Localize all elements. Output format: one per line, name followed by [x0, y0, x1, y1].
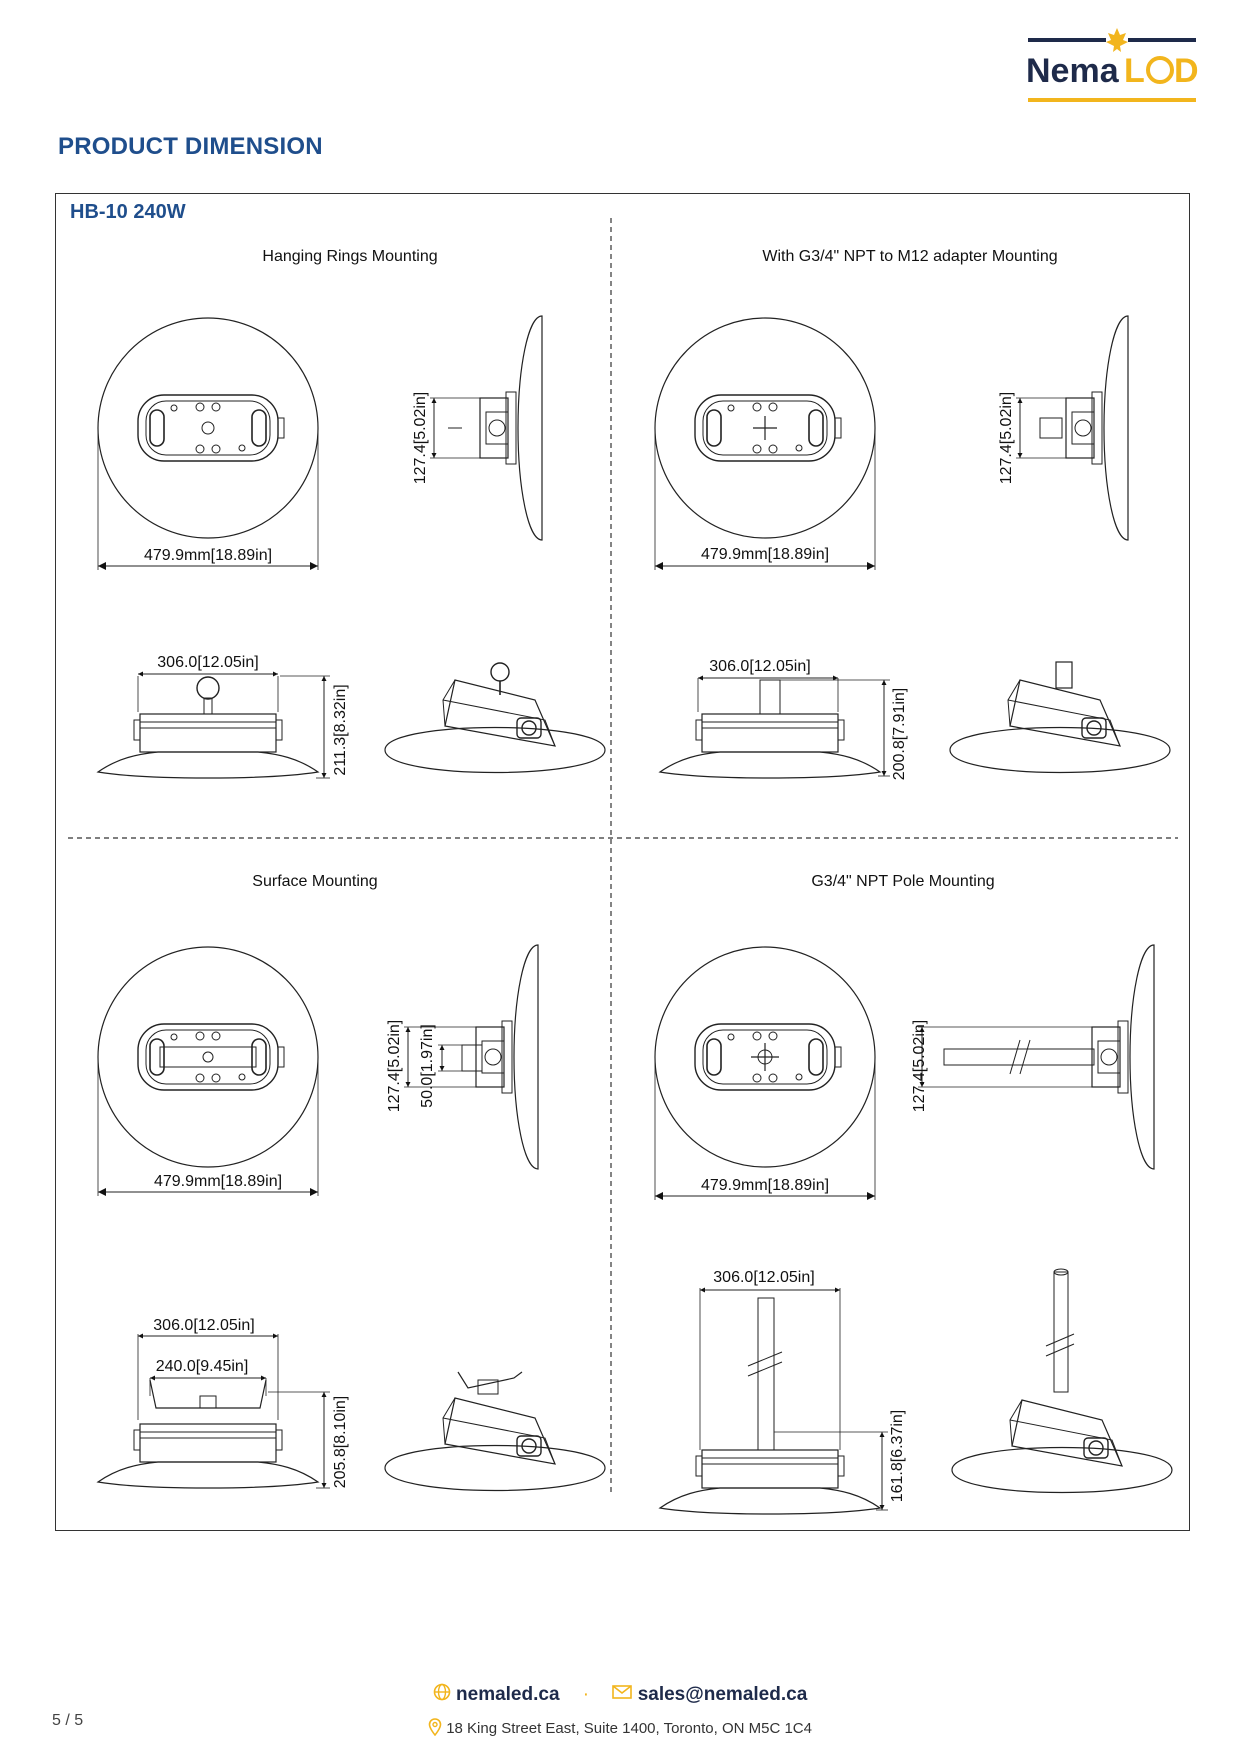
q3-front-inner: 240.0[9.45in] [156, 1358, 249, 1375]
footer-address-line: 18 King Street East, Suite 1400, Toronto… [0, 1718, 1240, 1740]
q1-iso-view [384, 662, 606, 774]
q3-front-height: 205.8[8.10in] [332, 1396, 349, 1489]
maple-leaf-icon [1106, 28, 1128, 52]
location-pin-icon [428, 1718, 442, 1740]
mail-icon [612, 1684, 633, 1706]
q1-side-height: 127.4[5.02in] [412, 392, 429, 485]
q4-iso-view [951, 1268, 1173, 1494]
svg-text:Nema: Nema [1026, 52, 1120, 90]
website-link[interactable]: nemaled.ca [456, 1684, 560, 1705]
q2-front-view: 306.0[12.05in] 200.8[7.91in] [659, 658, 908, 781]
q4-front-height: 161.8[6.37in] [889, 1410, 906, 1503]
q2-top-view: 479.9mm[18.89in] [654, 317, 876, 570]
q3-top-width: 479.9mm[18.89in] [154, 1173, 282, 1190]
q3-side-view: 127.4[5.02in] 50.0[1.97in] [386, 944, 539, 1170]
page-title: PRODUCT DIMENSION [58, 133, 323, 160]
product-name: HB-10 240W [70, 201, 186, 223]
globe-icon [433, 1683, 451, 1707]
q1-top-view: 479.9mm[18.89in] [97, 317, 319, 570]
q4-side-view: 127.4[5.02in] [911, 944, 1155, 1170]
footer-contact: nemaled.ca · sales@nemaled.ca [0, 1683, 1240, 1707]
q2-side-view: 127.4[5.02in] [998, 315, 1129, 541]
q4-front-width: 306.0[12.05in] [713, 1269, 814, 1286]
svg-text:L: L [1124, 52, 1145, 90]
q1-front-view: 306.0[12.05in] 211.3[8.32in] [97, 654, 349, 779]
nemaled-logo: Nema L D [1026, 28, 1199, 102]
q2-side-height: 127.4[5.02in] [998, 392, 1015, 485]
q4-top-view: 479.9mm[18.89in] [654, 946, 876, 1200]
q1-front-width: 306.0[12.05in] [157, 654, 258, 671]
q3-front-width: 306.0[12.05in] [153, 1317, 254, 1334]
q2-iso-view [949, 661, 1171, 774]
quadrant-title-hanging-rings: Hanging Rings Mounting [262, 248, 438, 265]
quadrant-title-pole: G3/4" NPT Pole Mounting [811, 873, 995, 890]
q1-side-view: 127.4[5.02in] [412, 315, 543, 541]
page-number: 5 / 5 [52, 1712, 84, 1729]
q4-front-view: 306.0[12.05in] 161.8[6.37in] [659, 1269, 906, 1515]
dimension-frame [55, 193, 1190, 1531]
q2-front-height: 200.8[7.91in] [891, 688, 908, 781]
q1-front-height: 211.3[8.32in] [332, 684, 349, 775]
q3-top-view: 479.9mm[18.89in] [97, 946, 319, 1196]
q1-top-width: 479.9mm[18.89in] [144, 547, 272, 564]
quadrant-title-adapter: With G3/4" NPT to M12 adapter Mounting [762, 248, 1058, 265]
q4-top-width: 479.9mm[18.89in] [701, 1177, 829, 1194]
q3-side-inner: 50.0[1.97in] [419, 1024, 436, 1108]
q3-front-view: 306.0[12.05in] 240.0[9.45in] 205.8[8.10i… [97, 1317, 349, 1489]
quadrant-title-surface: Surface Mounting [252, 873, 378, 890]
q3-side-height: 127.4[5.02in] [386, 1020, 403, 1113]
footer-address: 18 King Street East, Suite 1400, Toronto… [446, 1719, 812, 1737]
q2-front-width: 306.0[12.05in] [709, 658, 810, 675]
q3-iso-view [384, 1371, 606, 1492]
svg-text:D: D [1174, 52, 1199, 90]
email-link[interactable]: sales@nemaled.ca [637, 1684, 808, 1705]
q2-top-width: 479.9mm[18.89in] [701, 546, 829, 563]
footer-separator: · [582, 1684, 590, 1705]
q4-side-height: 127.4[5.02in] [911, 1020, 928, 1113]
